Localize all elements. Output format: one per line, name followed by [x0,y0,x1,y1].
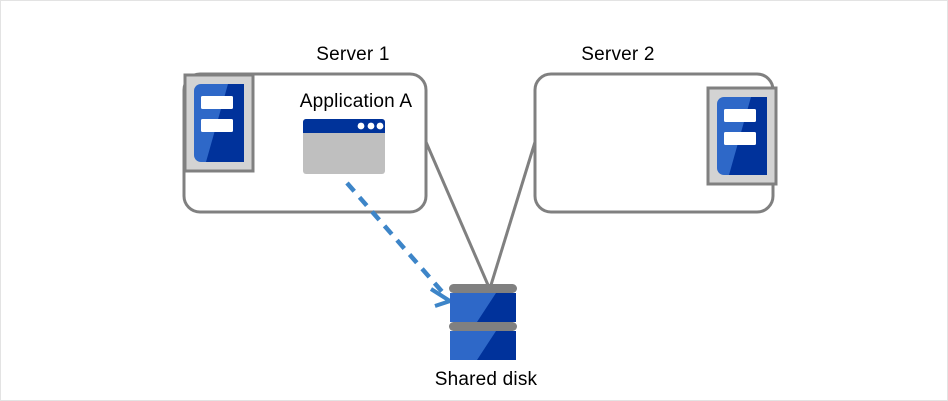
connector-server2-to-disk [489,141,537,286]
server-1-label: Server 1 [316,44,390,65]
connector-server1-to-disk [424,141,490,286]
server-2-label: Server 2 [581,44,655,65]
application-a-label: Application A [299,91,413,112]
window-dot [367,122,375,130]
disk-stack-icon[interactable] [449,284,517,360]
server-icon [183,73,255,173]
window-dot [357,122,365,130]
server-icon [706,86,778,186]
app-window-icon[interactable] [303,119,385,174]
window-dot [376,122,384,130]
shared-disk-label: Shared disk [434,369,538,390]
